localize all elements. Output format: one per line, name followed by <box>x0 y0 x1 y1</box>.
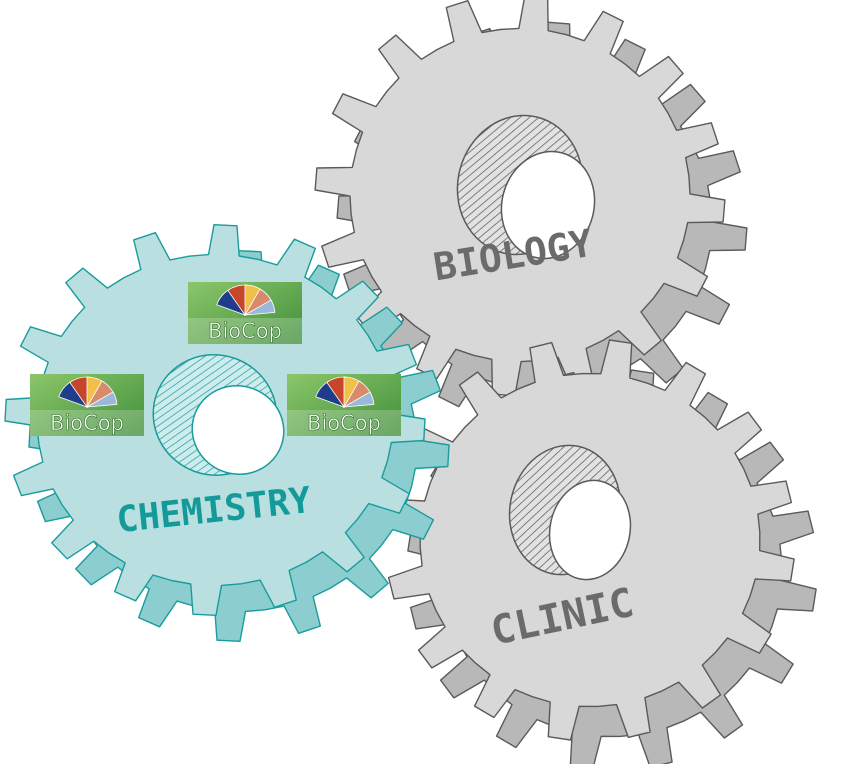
biocop-logo-text: BioCop <box>208 319 282 343</box>
flask-dna-collage-icon <box>216 284 276 317</box>
biocop-logo: BioCop <box>188 282 302 344</box>
flask-dna-collage-icon <box>315 376 375 409</box>
biology-gear: BIOLOGY <box>314 0 748 425</box>
flask-dna-collage-icon <box>58 376 118 409</box>
biology-gear-hole <box>456 114 596 260</box>
clinic-gear: CLINIC <box>385 339 817 764</box>
chemistry-gear-hole <box>152 354 285 476</box>
clinic-gear-hole <box>508 444 632 581</box>
biocop-logo: BioCop <box>287 374 401 436</box>
chemistry-gear: CHEMISTRY <box>4 224 450 642</box>
biocop-logo-text: BioCop <box>307 411 381 435</box>
biocop-logo-text: BioCop <box>50 411 124 435</box>
biocop-logo: BioCop <box>30 374 144 436</box>
